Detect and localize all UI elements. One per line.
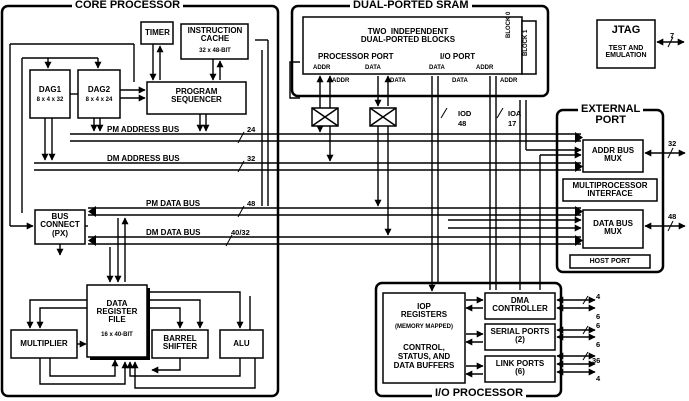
iod-label: IOD <box>458 109 472 118</box>
iod-width: 48 <box>458 119 467 128</box>
sram-block0 <box>302 16 523 75</box>
program-sequencer-box <box>146 81 247 115</box>
instruction-cache-box <box>180 23 249 60</box>
control-buffers-label: CONTROL, STATUS, AND DATA BUFFERS <box>393 343 455 370</box>
iop-registers-label: IOP REGISTERS <box>400 302 448 319</box>
pm-address-bus-width: 24 <box>247 125 256 134</box>
io-processor-title: I/O PROCESSOR <box>432 388 527 399</box>
dag1-label: DAG1 <box>38 85 62 94</box>
pm-data-bus-label: PM DATA BUS <box>146 199 201 208</box>
ioa-label: IOA <box>508 109 522 118</box>
instruction-cache-size: 32 x 48-BIT <box>199 48 231 54</box>
addr-pin-count: 32 <box>668 139 677 148</box>
sram-lower-label-3: DATA <box>452 78 468 84</box>
link-pin-count-c: 4 <box>596 374 601 383</box>
addr-bus-mux-label: ADDR BUS MUX <box>591 146 635 163</box>
iop-registers-sub: (MEMORY MAPPED) <box>394 324 453 330</box>
pm-address-bus-label: PM ADDRESS BUS <box>107 125 180 134</box>
multiplier-box <box>10 329 78 359</box>
serial-pin-count-b: 6 <box>596 312 601 321</box>
serial-pin-count-a: 4 <box>596 292 601 301</box>
sram-block1 <box>521 20 537 75</box>
processor-port-label: PROCESSOR PORT <box>318 52 394 61</box>
alu-label: ALU <box>233 339 250 348</box>
link-ports-box <box>484 355 556 383</box>
jtag-label: JTAG <box>611 24 641 36</box>
timer-label: TIMER <box>145 28 170 37</box>
sram-lower-label-2: DATA <box>390 78 406 84</box>
multiplier-label: MULTIPLIER <box>20 339 68 348</box>
sram-blocks-text: TWO INDEPENDENT DUAL-PORTED BLOCKS <box>360 27 456 44</box>
iop-left-box <box>382 292 466 384</box>
sram-lower-label-4: ADDR <box>500 78 518 84</box>
dag2-label: DAG2 <box>87 85 111 94</box>
crossbar-right <box>369 107 397 127</box>
data-pin-count: 48 <box>668 212 677 221</box>
jtag-sub-label: TEST AND EMULATION <box>605 45 647 59</box>
core-processor-title: CORE PROCESSOR <box>72 0 184 11</box>
crossbar-left <box>311 107 339 127</box>
data-bus-mux-box <box>582 209 644 249</box>
dm-data-bus-label: DM DATA BUS <box>146 228 201 237</box>
sram-block0-label: BLOCK 0 <box>506 11 512 38</box>
sram-port-label-4: ADDR <box>476 65 494 71</box>
link-pin-count-b: 36 <box>592 356 601 365</box>
link-pin-count-a: 6 <box>596 340 601 349</box>
addr-bus-mux-box <box>582 139 644 173</box>
dag1-size: 8 x 4 x 32 <box>36 97 64 103</box>
serial-ports-box <box>484 323 556 351</box>
multiprocessor-interface-box <box>562 178 658 202</box>
host-port-box <box>569 254 651 269</box>
sram-port-label-3: DATA <box>429 65 445 71</box>
jtag-pin-count: 7 <box>670 31 675 40</box>
dma-controller-box <box>484 292 556 320</box>
timer-box <box>140 21 174 45</box>
external-port-title: EXTERNAL PORT <box>578 104 644 126</box>
program-sequencer-label: PROGRAM SEQUENCER <box>171 87 222 104</box>
dag2-size: 8 x 4 x 24 <box>85 97 113 103</box>
sram-lower-label-1: ADDR <box>332 78 350 84</box>
instruction-cache-label: INSTRUCTION CACHE <box>187 26 243 43</box>
multiprocessor-interface-label: MULTIPROCESSOR INTERFACE <box>572 181 648 198</box>
sram-port-label-1: ADDR <box>313 65 331 71</box>
data-register-file-size: 16 x 40-BIT <box>101 332 133 338</box>
serial-ports-label: SERIAL PORTS (2) <box>490 327 550 344</box>
dag2-box <box>77 69 121 119</box>
pm-data-bus-width: 48 <box>247 199 256 208</box>
barrel-shifter-label: BARREL SHIFTER <box>162 334 198 351</box>
dm-data-bus-width: 40/32 <box>231 228 250 237</box>
bus-connect-box <box>34 209 86 245</box>
dm-address-bus-width: 32 <box>247 154 256 163</box>
barrel-shifter-box <box>151 329 209 359</box>
data-register-file-label: DATA REGISTER FILE <box>96 299 138 324</box>
dual-ported-sram-title: DUAL-PORTED SRAM <box>350 0 472 11</box>
dag1-box <box>29 69 71 119</box>
sram-block1-label: BLOCK 1 <box>523 29 529 56</box>
dm-address-bus-label: DM ADDRESS BUS <box>107 154 180 163</box>
link-ports-label: LINK PORTS (6) <box>495 359 545 376</box>
io-port-label: I/O PORT <box>440 52 476 61</box>
bus-connect-label: BUS CONNECT (PX) <box>40 212 80 238</box>
ioa-width: 17 <box>508 119 517 128</box>
alu-box <box>219 329 264 359</box>
host-port-label: HOST PORT <box>589 258 631 265</box>
jtag-box <box>596 19 656 69</box>
data-bus-mux-label: DATA BUS MUX <box>593 219 633 236</box>
dma-controller-label: DMA CONTROLLER <box>492 296 548 313</box>
sram-port-label-2: DATA <box>365 65 381 71</box>
serial-pin-count-c: 6 <box>596 321 601 330</box>
